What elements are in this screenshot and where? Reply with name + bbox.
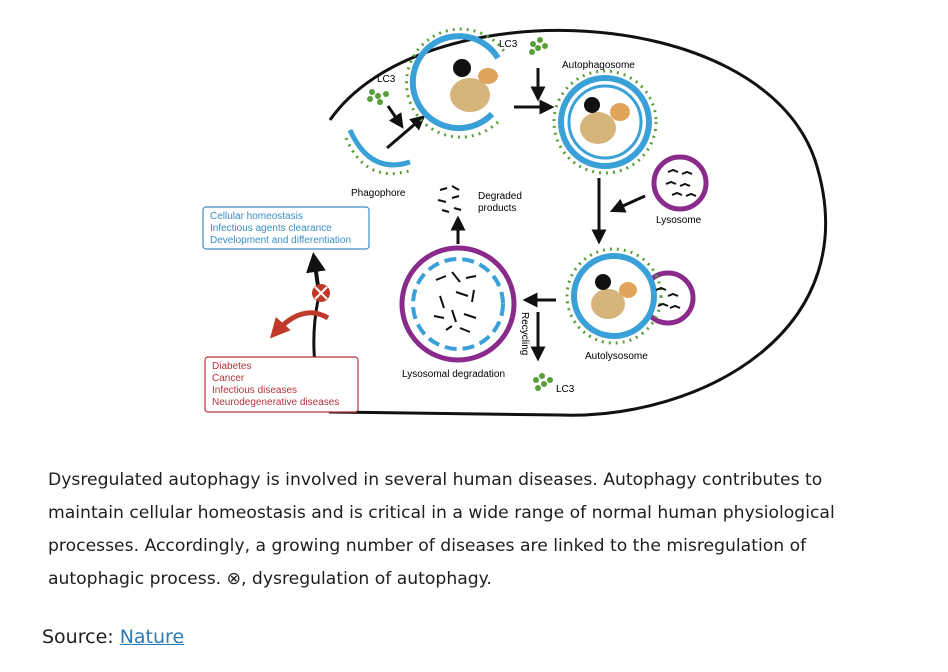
disease-item: Cancer xyxy=(212,373,245,384)
forming-autophagosome xyxy=(405,27,508,139)
autophagosome xyxy=(552,69,658,175)
lysosomal-degradation-label: Lysosomal degradation xyxy=(402,369,505,380)
cell-cycle-outline xyxy=(312,28,828,417)
lc3-bottom-cluster xyxy=(533,373,553,391)
homeostasis-item: Cellular homeostasis xyxy=(210,211,303,222)
degradation-vesicle xyxy=(399,245,517,363)
homeostasis-box: Cellular homeostasis Infectious agents c… xyxy=(202,206,370,250)
lysosome-label: Lysosome xyxy=(656,215,702,226)
disease-box: Diabetes Cancer Infectious diseases Neur… xyxy=(204,356,359,413)
arrow-lysosome-in xyxy=(609,194,646,213)
lc3-left-cluster xyxy=(367,89,389,105)
degraded-products-fragments xyxy=(437,185,462,213)
source-line: Source: Nature xyxy=(42,626,184,648)
phagophore-membrane xyxy=(344,128,413,176)
lysosome xyxy=(651,154,709,212)
degraded-products-label-2: products xyxy=(478,203,516,214)
autolysosome xyxy=(565,247,696,345)
source-link[interactable]: Nature xyxy=(119,626,185,648)
homeostasis-item: Infectious agents clearance xyxy=(210,223,332,234)
dysregulation-icon xyxy=(312,284,330,302)
source-prefix: Source: xyxy=(42,626,120,648)
lc3-top-label: LC3 xyxy=(499,39,518,50)
disease-item: Infectious diseases xyxy=(212,385,297,396)
arrow-lc3-left xyxy=(386,105,404,129)
degraded-products-label-1: Degraded xyxy=(478,191,522,202)
lc3-bottom-label: LC3 xyxy=(556,384,575,395)
phagophore-label: Phagophore xyxy=(351,188,406,199)
lc3-top-cluster xyxy=(529,37,548,55)
recycling-label: Recycling xyxy=(519,312,530,355)
figure-caption: Dysregulated autophagy is involved in se… xyxy=(48,470,835,589)
homeostasis-item: Development and differentiation xyxy=(210,235,351,246)
autolysosome-label: Autolysosome xyxy=(585,351,648,362)
autophagy-diagram: Phagophore LC3 LC3 Autophagosome Lysosom… xyxy=(202,27,828,417)
disease-item: Neurodegenerative diseases xyxy=(212,397,339,408)
lc3-left-label: LC3 xyxy=(377,74,396,85)
disease-arrow xyxy=(270,310,330,339)
arrow-phagophore-to-forming xyxy=(386,115,426,150)
disease-item: Diabetes xyxy=(212,361,251,372)
autophagosome-label: Autophagosome xyxy=(562,60,635,71)
